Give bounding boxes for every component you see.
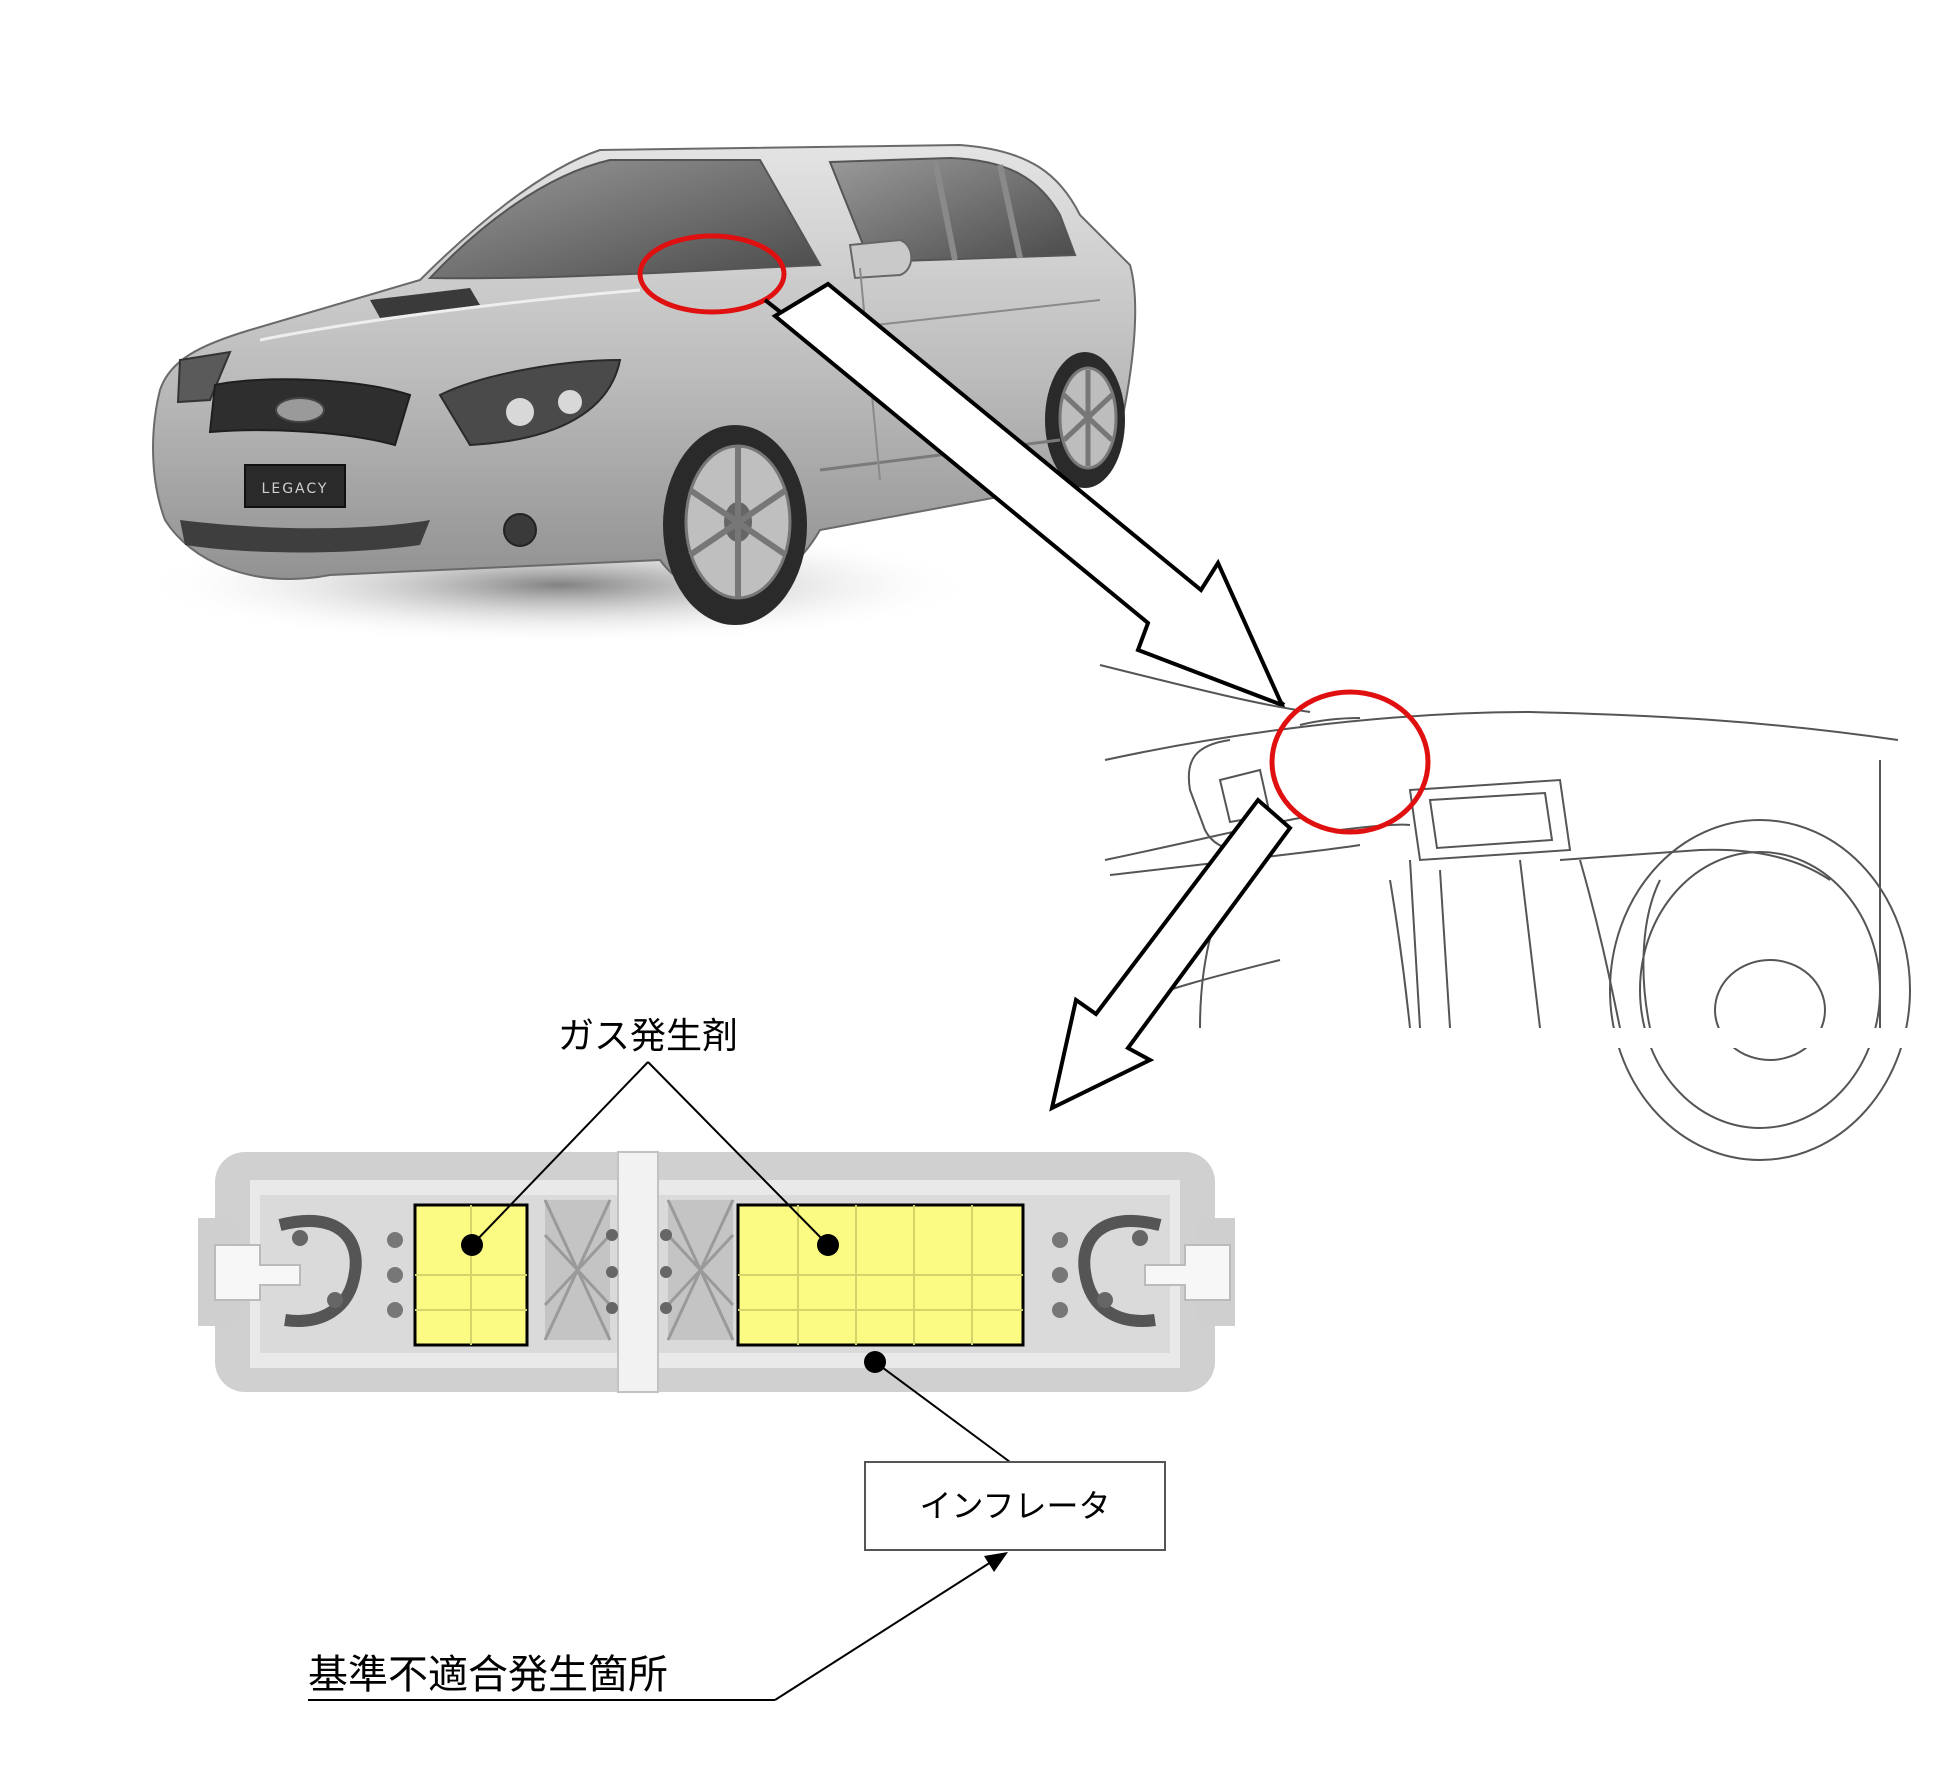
car-mirror xyxy=(848,238,913,280)
gas-generant-label: ガス発生剤 xyxy=(558,1016,738,1057)
gas-generant-callout: ガス発生剤 xyxy=(461,1016,839,1256)
callout-dot xyxy=(461,1234,483,1256)
grille-emblem xyxy=(275,397,325,423)
arrowhead xyxy=(984,1552,1008,1572)
inflator-label: インフレータ xyxy=(919,1487,1110,1525)
nonconformity-location-label: 基準不適合発生箇所 xyxy=(308,1652,668,1698)
igniter-right xyxy=(1052,1215,1231,1327)
arrow-dashboard-to-inflator xyxy=(1049,797,1293,1112)
hood-scoop xyxy=(370,288,480,318)
center-partition xyxy=(617,1151,659,1393)
inflator-cross-section xyxy=(198,1151,1235,1393)
callout-dot xyxy=(817,1234,839,1256)
front-wheel xyxy=(663,425,807,625)
filter-right xyxy=(666,1199,735,1341)
car-illustration: LEGACY xyxy=(140,143,1137,645)
filter-left xyxy=(543,1199,612,1341)
dashboard-highlight-circle xyxy=(1269,689,1431,835)
inflator-callout: インフレータ xyxy=(864,1351,1166,1551)
headlight-left xyxy=(176,350,232,404)
rear-wheel xyxy=(1045,352,1125,488)
nonconformity-callout: 基準不適合発生箇所 xyxy=(308,1552,1008,1701)
propellant-chamber-left xyxy=(413,1203,529,1347)
arrow-car-to-dashboard xyxy=(763,281,1286,709)
car-highlight-circle xyxy=(637,233,787,315)
igniter-left xyxy=(214,1215,403,1327)
inflator-label-box xyxy=(864,1461,1166,1551)
fog-light xyxy=(503,513,537,547)
car-windshield xyxy=(427,159,822,280)
license-plate-text: LEGACY xyxy=(262,481,329,497)
propellant-chamber-right xyxy=(736,1203,1025,1347)
license-plate xyxy=(244,464,346,508)
dashboard-drawing xyxy=(1099,664,1911,1161)
